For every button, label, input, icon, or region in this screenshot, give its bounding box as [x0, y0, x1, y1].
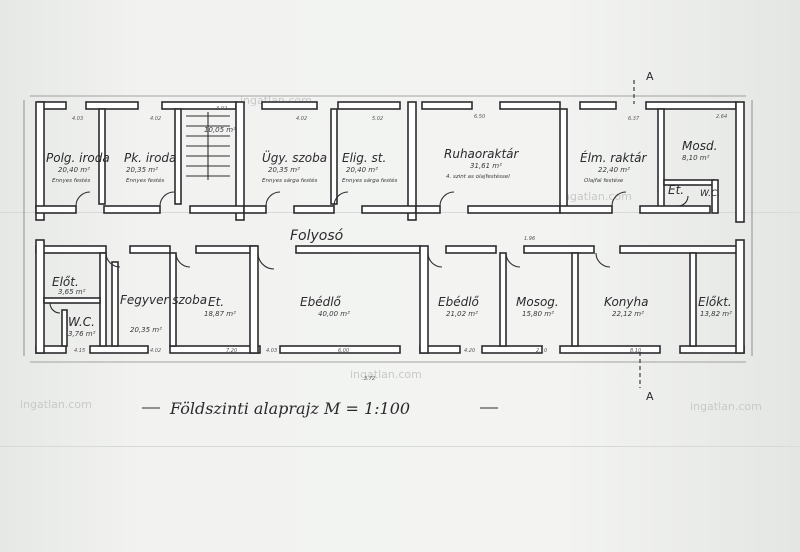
dimension-label: 3.02 — [216, 106, 227, 112]
dimension-label: 4.02 — [296, 116, 307, 122]
room-note: Olajfal festése — [584, 177, 624, 184]
room-area: 18,87 m² — [204, 310, 236, 318]
dimension-label: 6.37 — [628, 116, 640, 122]
room-area: 13,82 m² — [700, 310, 732, 318]
room-label: Előt. — [52, 275, 79, 289]
dimension-label: 6.00 — [338, 348, 349, 354]
dimension-label: 2.64 — [716, 114, 727, 120]
dimension-label: 1.96 — [524, 236, 535, 242]
room-area: 15,80 m² — [522, 310, 554, 318]
room-area: 10,05 m² — [204, 126, 236, 134]
dimension-label: 7.20 — [226, 348, 237, 354]
watermark-text: ingatlan.com — [560, 190, 632, 203]
section-line: A A — [633, 70, 654, 403]
room-label: W.C. — [700, 189, 720, 199]
room-area: 22,40 m² — [598, 166, 630, 174]
room-area: 20,35 m² — [130, 326, 162, 334]
room-note: Ennyes sárga festés — [342, 177, 398, 184]
room-label: Ebédlő — [300, 295, 342, 309]
dimension-label: 2.10 — [536, 348, 547, 354]
dimension-label: 4.03 — [72, 116, 83, 122]
section-mark-bottom: A — [646, 390, 654, 403]
room-label: W.C. — [68, 315, 95, 329]
section-mark-top: A — [646, 70, 654, 83]
dimension-label: 8.10 — [630, 348, 641, 354]
room-label: Et. — [668, 183, 684, 197]
room-label: Et. — [208, 295, 224, 309]
dimension-label: 3.72 — [364, 376, 375, 382]
room-area: 3,65 m² — [58, 288, 86, 296]
dimension-label: 5.02 — [372, 116, 383, 122]
room-area: 22,12 m² — [612, 310, 644, 318]
top-room-labels: Polg. iroda 20,40 m² Ennyes festés Pk. i… — [46, 126, 720, 199]
room-area: 21,02 m² — [446, 310, 478, 318]
top-door-swings — [75, 191, 689, 207]
room-label: Ebédlő — [438, 295, 480, 309]
room-label: Pk. iroda — [124, 151, 176, 165]
paper-fold-line — [0, 446, 800, 447]
room-area: 31,61 m² — [470, 162, 502, 170]
room-area: 20,35 m² — [268, 166, 300, 174]
room-area: 8,10 m² — [682, 154, 710, 162]
room-label: Ruhaoraktár — [444, 147, 520, 161]
stair-hatching — [186, 112, 230, 180]
top-wing-walls — [35, 101, 745, 223]
dimension-label: 4.20 — [464, 348, 475, 354]
room-label: Fegyver szoba — [120, 293, 207, 307]
watermark-text: ingatlan.com — [690, 400, 762, 413]
room-label: Előkt. — [698, 295, 732, 309]
room-label: Mosd. — [682, 139, 717, 153]
watermark-text: ingatlan.com — [350, 368, 422, 381]
room-label: Konyha — [604, 295, 648, 309]
dimension-label: 4.02 — [150, 348, 161, 354]
bottom-room-labels: Előt. 3,65 m² W.C. 3,76 m² Fegyver szoba… — [52, 275, 732, 338]
dimension-lines: 4.03 4.02 3.02 4.02 5.02 6.37 2.64 4.15 … — [23, 95, 753, 382]
room-area: 20,35 m² — [126, 166, 158, 174]
bottom-door-swings — [49, 252, 611, 314]
dimension-label: 4.03 — [266, 348, 277, 354]
room-note: Ennyes festés — [126, 177, 164, 184]
room-note: 4. szint as olajfestéssel — [446, 173, 510, 180]
dimension-label: 4.02 — [150, 116, 161, 122]
room-label: Ügy. szoba — [262, 149, 327, 165]
room-area: 20,40 m² — [346, 166, 378, 174]
bottom-wing-walls — [35, 239, 745, 354]
room-label: Mosog. — [516, 295, 559, 309]
room-label: Élm. raktár — [580, 150, 648, 165]
room-area: 40,00 m² — [318, 310, 350, 318]
room-area: 20,40 m² — [58, 166, 90, 174]
watermark-text: ingatlan.com — [20, 398, 92, 411]
room-note: Ennyes sárga festés — [262, 177, 318, 184]
corridor-label: Folyosó — [290, 228, 344, 244]
dimension-label: 6.50 — [474, 114, 485, 120]
room-label: Polg. iroda — [46, 151, 110, 165]
room-note: Ennyes festés — [52, 177, 90, 184]
room-label: Elig. st. — [342, 151, 386, 165]
plan-title: Földszinti alaprajz M = 1:100 — [169, 399, 410, 418]
dimension-label: 4.15 — [74, 348, 85, 354]
room-area: 3,76 m² — [68, 330, 96, 338]
